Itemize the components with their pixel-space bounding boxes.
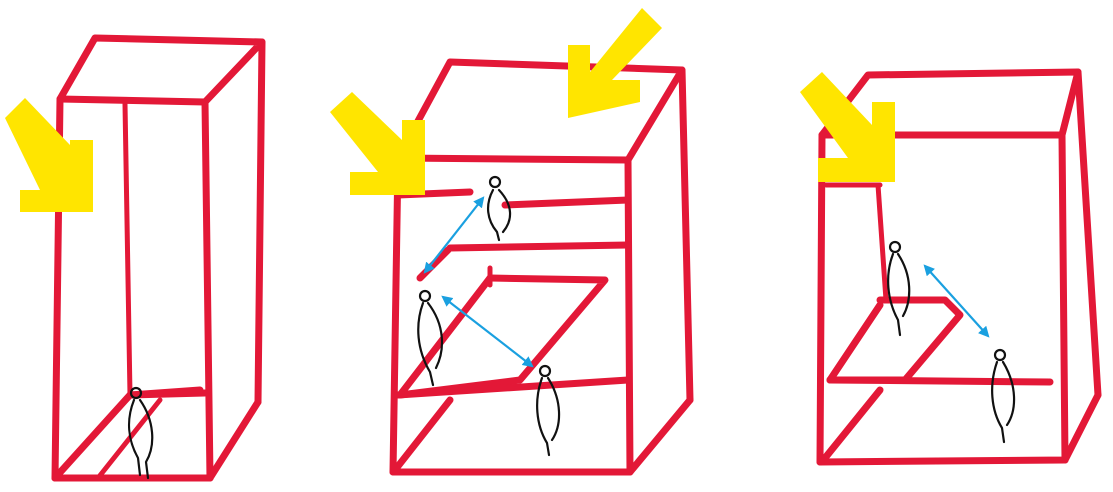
box-structure <box>51 34 266 482</box>
sunlight-arrow-icon <box>5 98 93 212</box>
person-icon <box>887 240 911 337</box>
box-structure <box>389 58 694 476</box>
double-headed-arrow-icon <box>441 295 534 368</box>
box-structure <box>816 68 1102 466</box>
figure-double-height-box <box>800 68 1102 466</box>
sunlight-arrow-icon <box>568 8 662 118</box>
double-headed-arrow-icon <box>423 196 485 274</box>
figure-single-height-box <box>5 34 266 482</box>
figure-stacked-floors-box <box>330 8 694 476</box>
person-icon <box>991 348 1016 444</box>
person-icon <box>536 364 561 457</box>
sunlight-arrow-icon <box>330 92 425 195</box>
person-icon <box>128 386 154 480</box>
sunlight-arrow-icon <box>800 72 895 182</box>
person-icon <box>487 175 512 242</box>
double-headed-arrow-icon <box>923 264 990 338</box>
